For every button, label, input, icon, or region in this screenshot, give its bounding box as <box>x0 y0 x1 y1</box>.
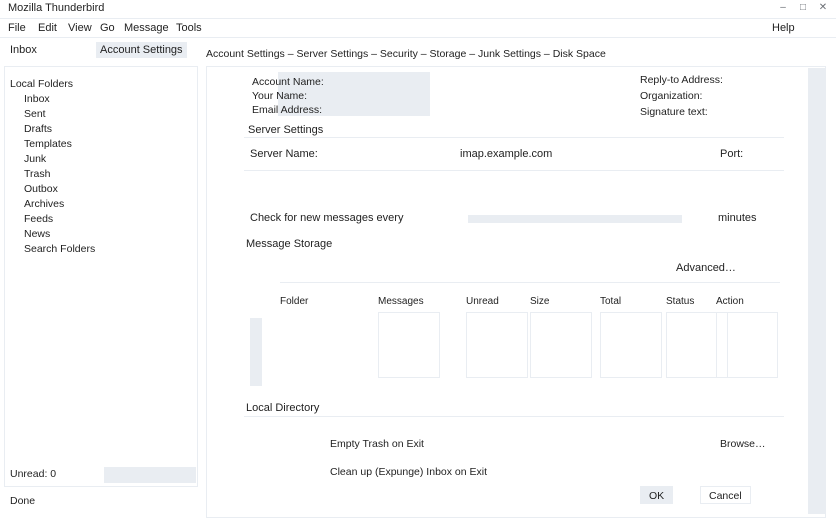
server-name-value[interactable]: imap.example.com <box>460 148 553 160</box>
server-name-label: Server Name: <box>250 148 318 160</box>
grid-cell <box>716 312 778 378</box>
sidebar-item[interactable]: Junk <box>24 153 47 165</box>
menu-bar: File Edit View Go Message Tools Help <box>0 19 836 38</box>
divider <box>244 170 784 171</box>
grid-column-header[interactable]: Folder <box>280 296 309 307</box>
message-storage-heading: Message Storage <box>246 238 333 250</box>
grid-cell <box>466 312 528 378</box>
server-settings-heading: Server Settings <box>248 124 324 136</box>
grid-column-header[interactable]: Action <box>716 296 744 307</box>
menu-help[interactable]: Help <box>772 22 795 34</box>
grid-row-marker <box>250 318 262 386</box>
signature-label: Signature text: <box>640 106 708 118</box>
sidebar-item[interactable]: Archives <box>24 198 65 210</box>
email-address-label: Email Address: <box>252 104 323 116</box>
grid-column-header[interactable]: Status <box>666 296 695 307</box>
grid-column-header[interactable]: Messages <box>378 296 424 307</box>
menu-view[interactable]: View <box>68 22 92 34</box>
sidebar-item[interactable]: Outbox <box>24 183 58 195</box>
grid-cell <box>530 312 592 378</box>
sidebar-item[interactable]: Trash <box>24 168 51 180</box>
ok-button[interactable]: OK <box>640 486 674 504</box>
title-bar: Mozilla Thunderbird – □ ✕ <box>0 0 836 19</box>
port-label: Port: <box>720 148 744 160</box>
grid-column-header[interactable]: Unread <box>466 296 499 307</box>
check-interval-slider[interactable] <box>468 215 682 223</box>
reply-to-label: Reply-to Address: <box>640 74 723 86</box>
account-banner <box>278 72 430 116</box>
window-title: Mozilla Thunderbird <box>8 2 105 14</box>
minutes-label: minutes <box>718 212 757 224</box>
check-interval-label: Check for new messages every <box>250 212 404 224</box>
sidebar-item[interactable]: Drafts <box>24 123 53 135</box>
unread-status: Unread: 0 <box>4 464 198 486</box>
sidebar-item[interactable]: Local Folders <box>10 78 74 90</box>
empty-trash-option[interactable]: Empty Trash on Exit <box>330 438 424 450</box>
tab-account-settings[interactable]: Account Settings <box>96 42 187 58</box>
menu-tools[interactable]: Tools <box>176 22 202 34</box>
minimize-icon[interactable]: – <box>780 2 786 13</box>
status-bar: Done <box>4 486 198 515</box>
sidebar-item[interactable]: News <box>24 228 51 240</box>
organization-label: Organization: <box>640 90 703 102</box>
sidebar-item[interactable]: Sent <box>24 108 46 120</box>
grid-cell <box>378 312 440 378</box>
menu-file[interactable]: File <box>8 22 26 34</box>
menu-message[interactable]: Message <box>124 22 169 34</box>
close-icon[interactable]: ✕ <box>818 2 828 13</box>
cancel-button[interactable]: Cancel <box>700 486 751 504</box>
account-name-label: Account Name: <box>252 76 324 88</box>
advanced-button[interactable]: Advanced… <box>676 262 736 274</box>
tab-inbox[interactable]: Inbox <box>10 44 37 56</box>
settings-panel <box>206 66 826 518</box>
expunge-option[interactable]: Clean up (Expunge) Inbox on Exit <box>330 466 488 478</box>
grid-cell <box>600 312 662 378</box>
sidebar-item[interactable]: Feeds <box>24 213 54 225</box>
grid-cell <box>666 312 728 378</box>
maximize-icon[interactable]: □ <box>799 2 807 13</box>
sidebar-item[interactable]: Search Folders <box>24 243 96 255</box>
menu-edit[interactable]: Edit <box>38 22 57 34</box>
sidebar-item[interactable]: Inbox <box>24 93 50 105</box>
status-text: Done <box>10 495 36 507</box>
divider <box>280 282 780 283</box>
menu-go[interactable]: Go <box>100 22 115 34</box>
divider <box>244 137 784 138</box>
browse-button[interactable]: Browse… <box>720 438 766 450</box>
quota-bar <box>104 467 196 483</box>
your-name-label: Your Name: <box>252 90 308 102</box>
sidebar-item[interactable]: Templates <box>24 138 72 150</box>
divider <box>244 416 784 417</box>
unread-label: Unread: 0 <box>10 468 57 480</box>
grid-column-header[interactable]: Total <box>600 296 622 307</box>
breadcrumb: Account Settings – Server Settings – Sec… <box>206 48 606 60</box>
folder-pane <box>4 66 198 514</box>
vertical-scrollbar[interactable] <box>808 68 826 514</box>
grid-column-header[interactable]: Size <box>530 296 550 307</box>
local-directory-heading: Local Directory <box>246 402 320 414</box>
